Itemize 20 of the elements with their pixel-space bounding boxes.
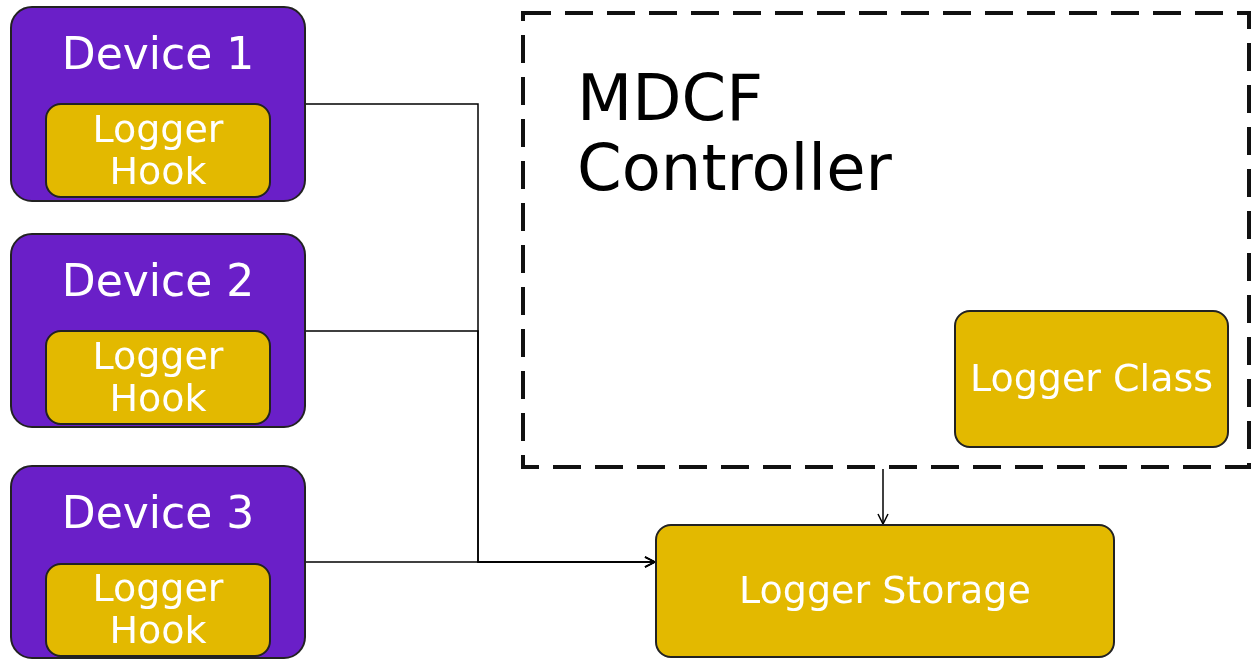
device-box <box>10 6 306 202</box>
container-title: MDCF Controller <box>577 63 893 204</box>
device-label: Device 1 <box>60 30 256 79</box>
device-box <box>10 465 306 659</box>
logger-box <box>45 103 271 198</box>
logger-box <box>655 524 1115 658</box>
device-label: Device 2 <box>60 257 256 306</box>
component-label: Logger Class <box>969 358 1214 400</box>
component-label: Logger Hook <box>91 568 225 652</box>
component-label: Logger Hook <box>91 335 225 420</box>
controller-boundary <box>521 11 1251 469</box>
logger-box <box>954 310 1229 448</box>
component-label: Logger Storage <box>739 570 1031 612</box>
logger-box <box>45 563 271 657</box>
device-label: Device 3 <box>60 489 256 538</box>
component-label: Logger Hook <box>91 108 225 193</box>
connector-arrow <box>305 556 656 568</box>
device-box <box>10 233 306 428</box>
connector-arrow <box>877 468 889 525</box>
logger-box <box>45 330 271 425</box>
